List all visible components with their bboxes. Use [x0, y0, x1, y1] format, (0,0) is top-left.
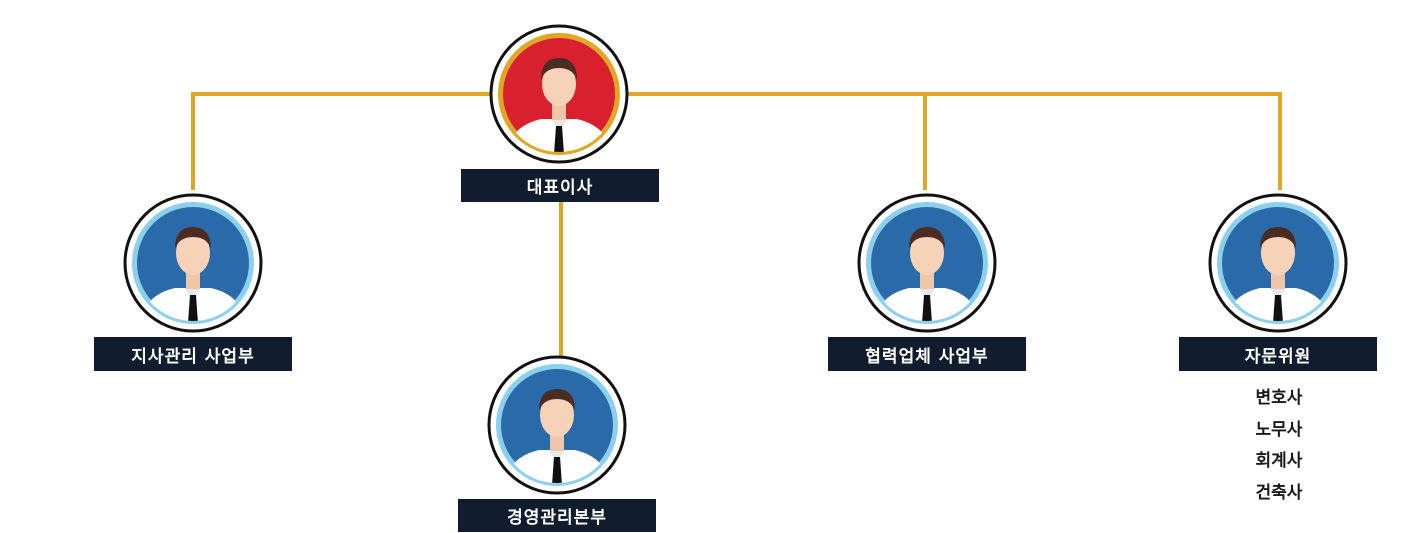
node-label: 대표이사: [461, 169, 659, 202]
advisor-members-list: 변호사 노무사 회계사 건축사: [1180, 383, 1378, 509]
node-label: 경영관리본부: [458, 499, 656, 532]
advisor-member: 회계사: [1255, 451, 1303, 471]
person-avatar-icon: [857, 193, 997, 333]
person-avatar-icon: [487, 355, 627, 495]
person-avatar-icon: [1208, 193, 1348, 333]
person-avatar-icon: [489, 24, 629, 164]
advisor-member: 노무사: [1255, 419, 1303, 440]
advisor-member: 변호사: [1255, 388, 1303, 408]
connector-top-bus: [191, 92, 1282, 190]
node-label: 협력업체 사업부: [828, 337, 1026, 371]
person-avatar-icon: [123, 193, 263, 333]
node-label: 자문위원: [1179, 337, 1377, 371]
node-label: 지사관리 사업부: [94, 337, 292, 371]
advisor-member: 건축사: [1255, 482, 1303, 503]
